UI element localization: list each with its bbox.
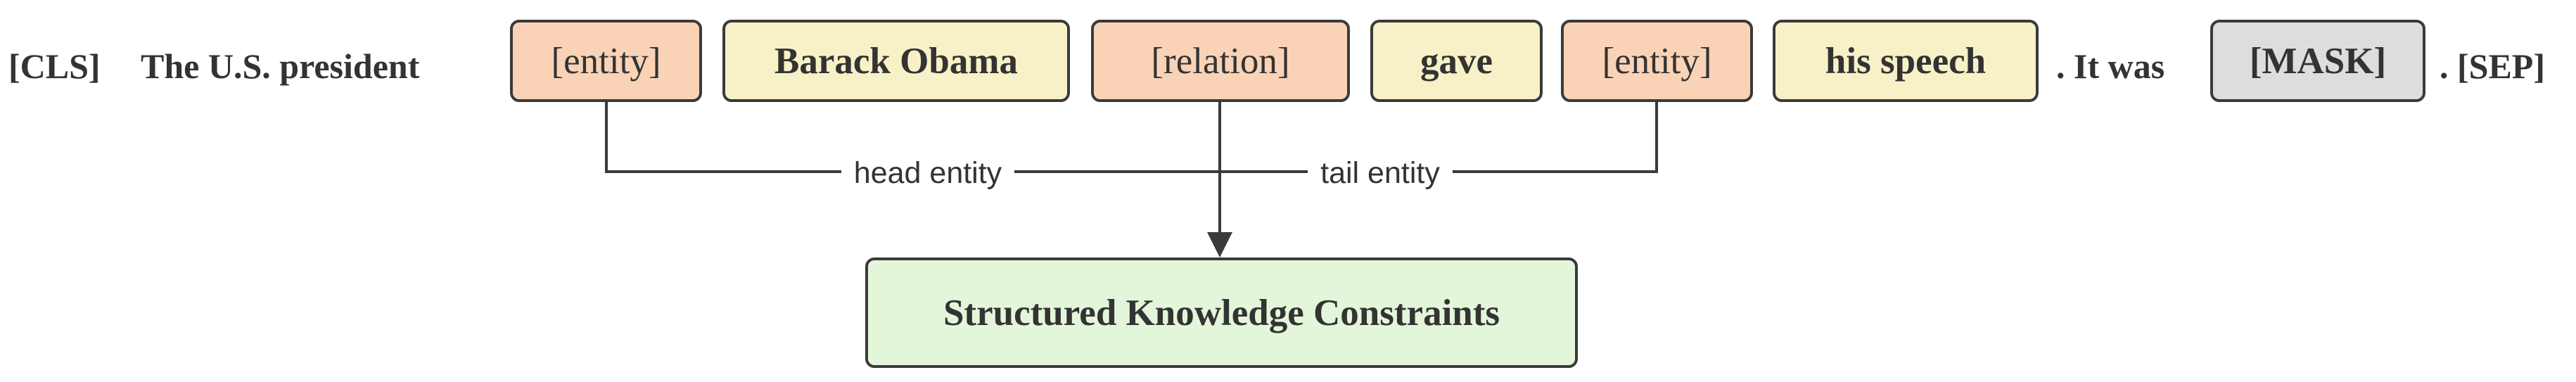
token-gave: gave <box>1370 20 1543 102</box>
token-mask: [MASK] <box>2210 20 2425 102</box>
structured-knowledge-constraints-label: Structured Knowledge Constraints <box>943 292 1500 333</box>
structured-knowledge-constraints-box: Structured Knowledge Constraints <box>865 257 1578 368</box>
token-prefix-text: The U.S. president <box>141 46 420 86</box>
token-relation: [relation] <box>1091 20 1350 102</box>
token-barack-obama: Barack Obama <box>722 20 1070 102</box>
token-entity-tail: [entity] <box>1561 20 1753 102</box>
relation-arrowhead <box>1207 232 1232 257</box>
head-entity-line <box>605 102 1220 173</box>
token-entity-head: [entity] <box>510 20 702 102</box>
token-it-was: . It was <box>2056 46 2165 86</box>
token-his-speech: his speech <box>1773 20 2039 102</box>
tail-entity-label: tail entity <box>1308 152 1453 194</box>
token-sep: . [SEP] <box>2440 46 2545 86</box>
head-entity-label: head entity <box>841 152 1014 194</box>
token-cls: [CLS] <box>8 46 101 86</box>
